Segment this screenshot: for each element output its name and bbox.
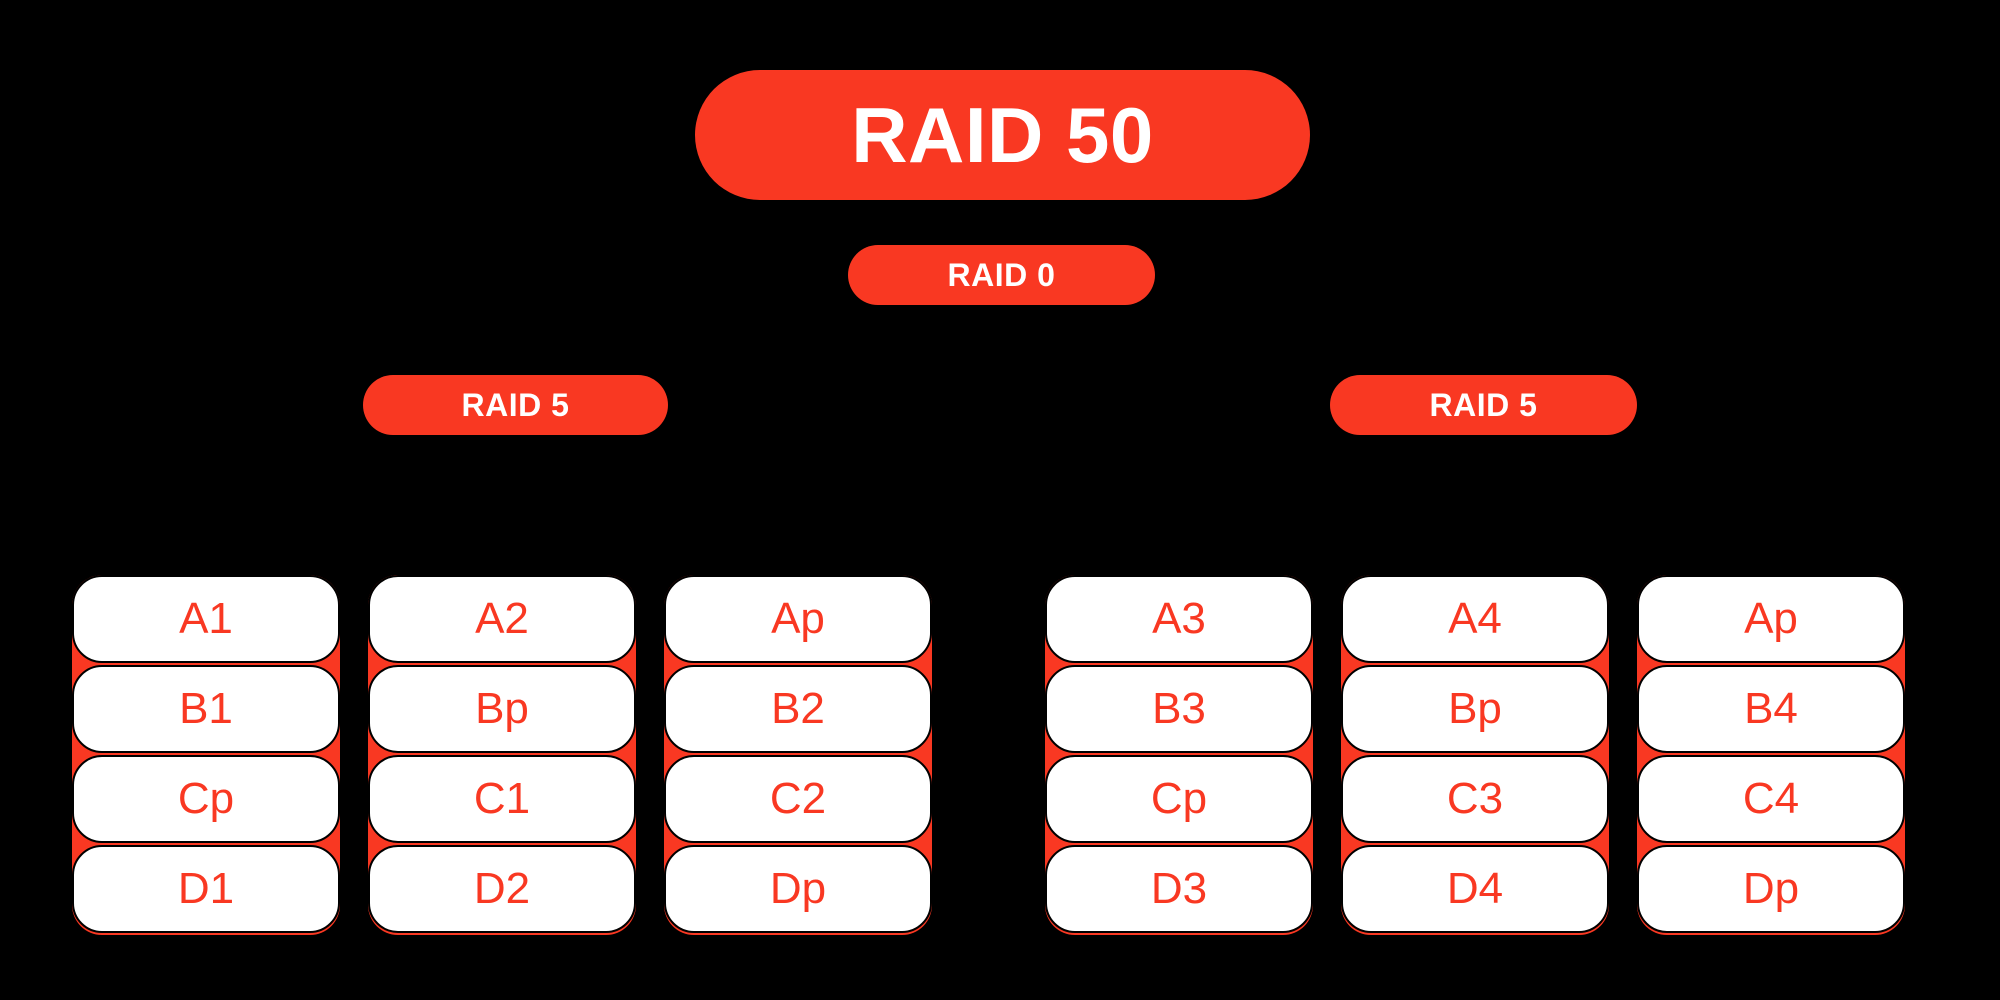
stripe-cell: C2 (664, 755, 932, 843)
stripe-cell: A1 (72, 575, 340, 663)
stripe-cell: B2 (664, 665, 932, 753)
raid5-group-right: A3 B3 Cp D3 A4 Bp C3 D4 Ap B4 C4 Dp (1045, 575, 1905, 935)
disk-column-1: A1 B1 Cp D1 (72, 575, 340, 935)
raid5-group-label-right: RAID 5 (1330, 375, 1637, 435)
disk-column-5: A4 Bp C3 D4 (1341, 575, 1609, 935)
stripe-cell: B3 (1045, 665, 1313, 753)
raid5-group-left: A1 B1 Cp D1 A2 Bp C1 D2 Ap B2 C2 Dp (72, 575, 932, 935)
stripe-cell: D1 (72, 845, 340, 933)
disk-column-6: Ap B4 C4 Dp (1637, 575, 1905, 935)
disk-column-4: A3 B3 Cp D3 (1045, 575, 1313, 935)
raid0-stripe-pill: RAID 0 (848, 245, 1155, 305)
stripe-cell: D4 (1341, 845, 1609, 933)
stripe-cell: B1 (72, 665, 340, 753)
stripe-cell: Bp (368, 665, 636, 753)
disk-column-3: Ap B2 C2 Dp (664, 575, 932, 935)
stripe-cell: D2 (368, 845, 636, 933)
stripe-cell: Ap (664, 575, 932, 663)
stripe-cell: Ap (1637, 575, 1905, 663)
stripe-cell: Dp (1637, 845, 1905, 933)
stripe-cell: Cp (72, 755, 340, 843)
stripe-cell: B4 (1637, 665, 1905, 753)
stripe-cell: A2 (368, 575, 636, 663)
drive-grid: A1 B1 Cp D1 A2 Bp C1 D2 Ap B2 C2 Dp A3 (0, 575, 2000, 935)
stripe-cell: Bp (1341, 665, 1609, 753)
stripe-cell: C3 (1341, 755, 1609, 843)
disk-column-2: A2 Bp C1 D2 (368, 575, 636, 935)
raid50-title-pill: RAID 50 (695, 70, 1310, 200)
stripe-cell: D3 (1045, 845, 1313, 933)
raid5-group-label-left: RAID 5 (363, 375, 668, 435)
stripe-cell: C1 (368, 755, 636, 843)
stripe-cell: A4 (1341, 575, 1609, 663)
stripe-cell: C4 (1637, 755, 1905, 843)
stripe-cell: Dp (664, 845, 932, 933)
stripe-cell: Cp (1045, 755, 1313, 843)
stripe-cell: A3 (1045, 575, 1313, 663)
